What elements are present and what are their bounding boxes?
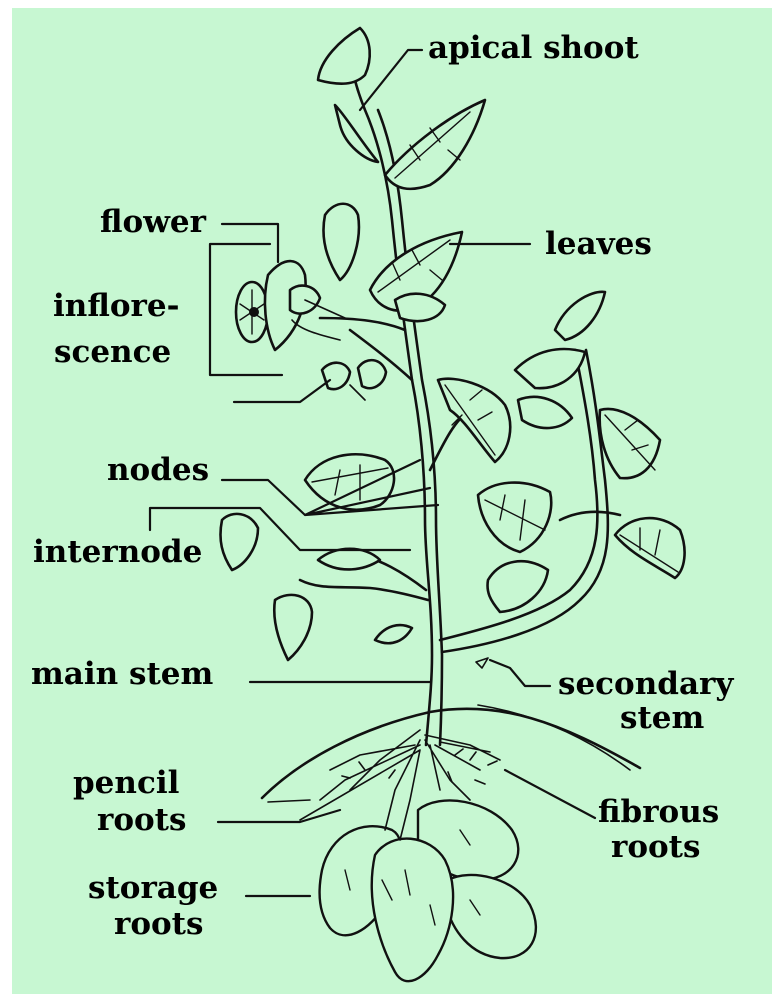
label-fibrous-roots-line-2: roots bbox=[611, 829, 700, 865]
label-pencil-roots-line-2: roots bbox=[97, 802, 186, 838]
label-internode: internode bbox=[33, 534, 202, 570]
label-storage-roots-line-2: roots bbox=[114, 906, 203, 942]
label-pencil-roots-line-1: pencil bbox=[73, 765, 179, 801]
label-secondary-stem-line-2: stem bbox=[620, 700, 704, 736]
label-inflorescence-line-2: scence bbox=[54, 334, 171, 370]
label-storage-roots-line-1: storage bbox=[88, 870, 218, 906]
label-apical-shoot: apical shoot bbox=[428, 30, 639, 66]
label-leaves: leaves bbox=[545, 226, 652, 262]
label-inflorescence-line-1: inflore- bbox=[53, 288, 179, 324]
label-secondary-stem-line-1: secondary bbox=[558, 666, 734, 702]
label-nodes: nodes bbox=[107, 452, 209, 488]
flower-bud-2 bbox=[358, 360, 386, 388]
label-flower: flower bbox=[100, 204, 207, 240]
label-fibrous-roots-line-1: fibrous bbox=[598, 794, 719, 830]
label-main-stem: main stem bbox=[31, 656, 213, 692]
